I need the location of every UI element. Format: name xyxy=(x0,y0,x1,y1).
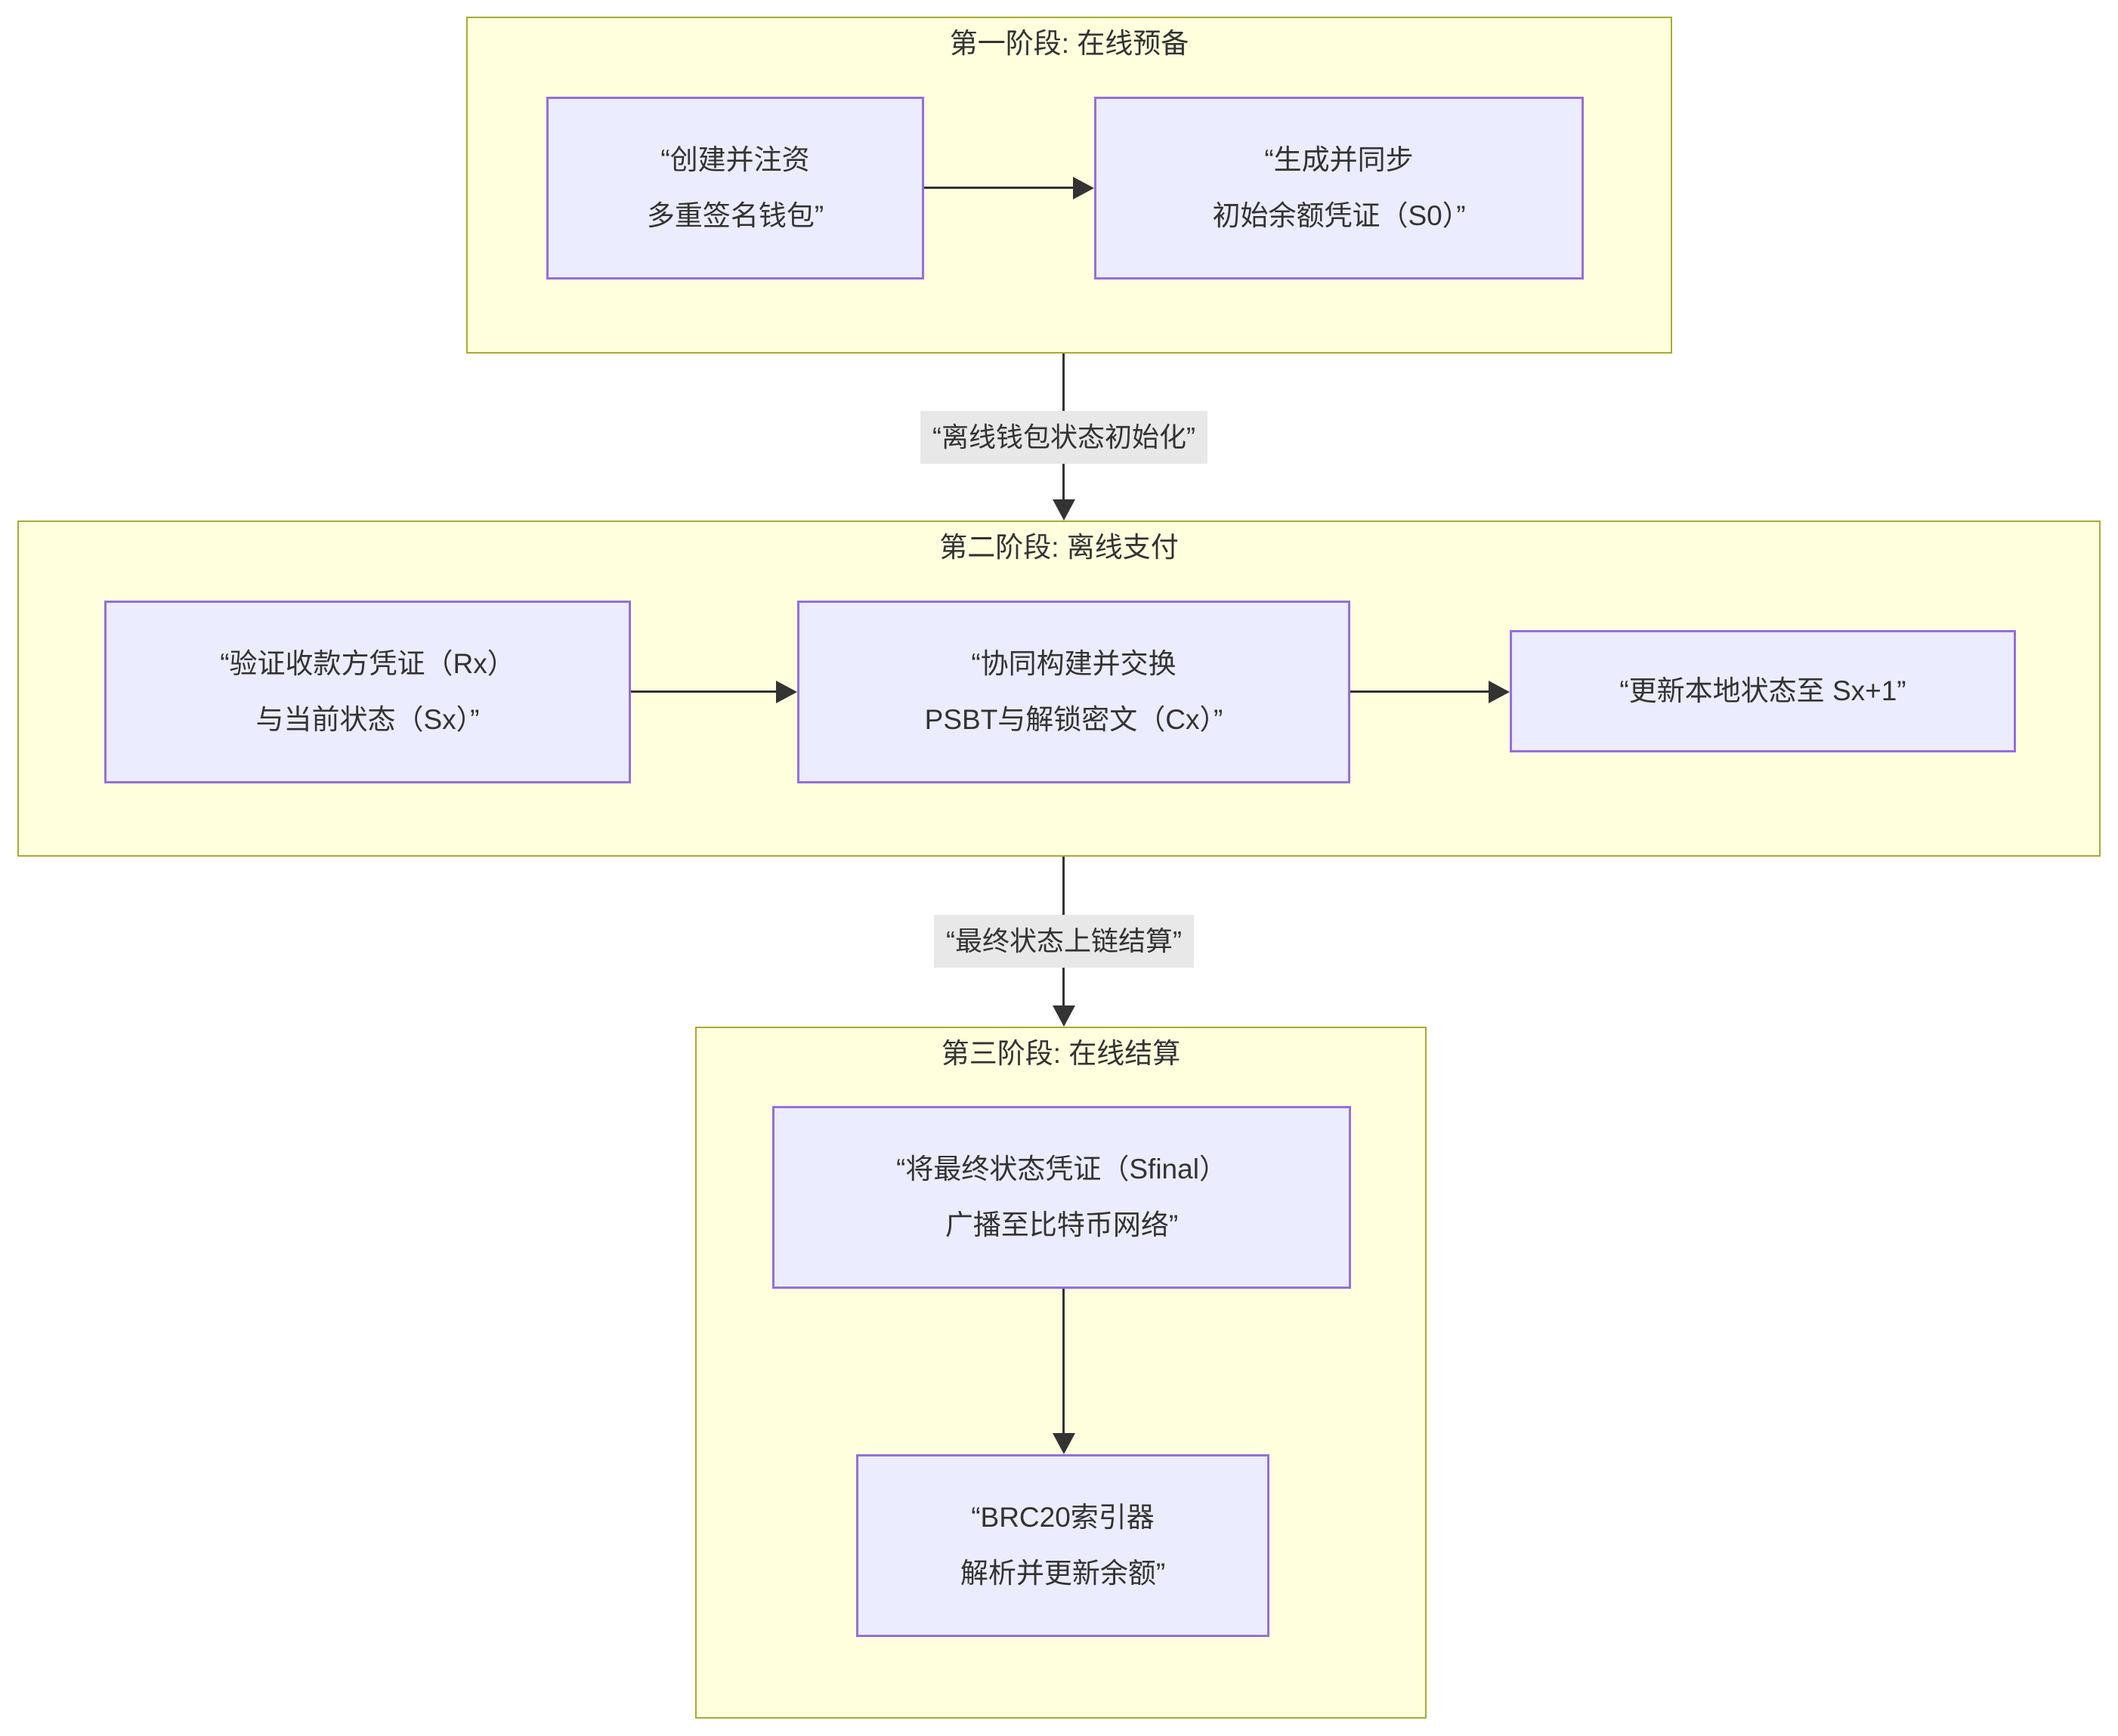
arrow-line-c1-c2 xyxy=(1062,1289,1065,1436)
edge-label-final-state-settlement: “最终状态上链结算” xyxy=(934,915,1194,968)
node-update-local-state: “更新本地状态至 Sx+1” xyxy=(1510,630,2016,752)
node-text-line: 初始余额凭证（S0）” xyxy=(1212,200,1466,231)
node-build-exchange-psbt: “协同构建并交换 PSBT与解锁密文（Cx）” xyxy=(797,601,1350,783)
arrow-line-b1-b2 xyxy=(631,690,778,693)
arrow-line-b2-b3 xyxy=(1350,690,1491,693)
node-text-line: PSBT与解锁密文（Cx）” xyxy=(924,704,1223,735)
arrowhead-down-icon xyxy=(1053,499,1075,520)
cluster-phase2-title: 第二阶段: 离线支付 xyxy=(939,532,1179,563)
arrowhead-down-icon xyxy=(1053,1433,1075,1454)
node-text-line: “创建并注资 xyxy=(660,144,810,175)
node-text-line: 与当前状态（Sx）” xyxy=(255,704,480,735)
node-text-line: 广播至比特币网络” xyxy=(945,1209,1179,1240)
cluster-phase3-title: 第三阶段: 在线结算 xyxy=(941,1038,1181,1069)
node-text-line: 多重签名钱包” xyxy=(646,200,824,231)
node-text-line: “生成并同步 xyxy=(1264,144,1414,175)
arrowhead-right-icon xyxy=(1073,177,1094,199)
arrowhead-right-icon xyxy=(1489,681,1510,703)
node-broadcast-final-state: “将最终状态凭证（Sfinal） 广播至比特币网络” xyxy=(772,1106,1351,1289)
node-text-line: “协同构建并交换 xyxy=(971,648,1176,679)
node-text-line: “验证收款方凭证（Rx） xyxy=(220,648,515,679)
node-text-line: “将最终状态凭证（Sfinal） xyxy=(896,1154,1227,1185)
arrow-line-a1-a2 xyxy=(924,187,1075,189)
arrowhead-down-icon xyxy=(1053,1005,1075,1027)
node-text-line: 解析并更新余额” xyxy=(960,1558,1166,1589)
node-generate-initial-credential: “生成并同步 初始余额凭证（S0）” xyxy=(1094,97,1584,280)
node-brc20-indexer: “BRC20索引器 解析并更新余额” xyxy=(856,1454,1269,1637)
node-verify-payee-credential: “验证收款方凭证（Rx） 与当前状态（Sx）” xyxy=(104,601,631,783)
node-text-line: “BRC20索引器 xyxy=(971,1502,1155,1533)
edge-label-offline-wallet-init: “离线钱包状态初始化” xyxy=(920,411,1207,464)
cluster-phase1-title: 第一阶段: 在线预备 xyxy=(949,28,1189,59)
node-create-multisig-wallet: “创建并注资 多重签名钱包” xyxy=(546,97,924,280)
node-text-line: “更新本地状态至 Sx+1” xyxy=(1619,675,1906,706)
arrowhead-right-icon xyxy=(776,681,797,703)
